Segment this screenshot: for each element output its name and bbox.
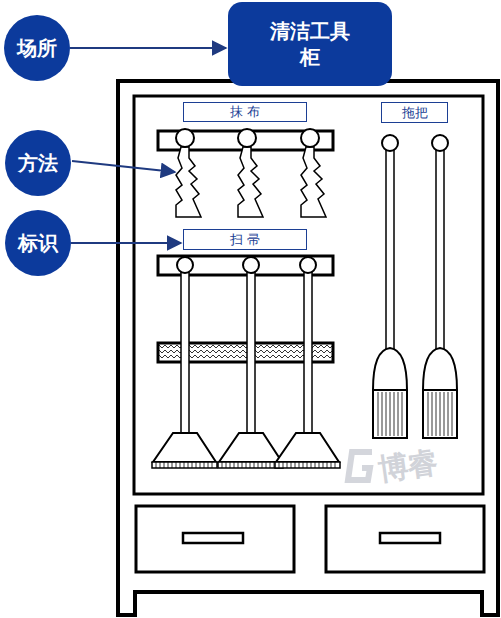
node-text: 扫 帚 xyxy=(230,232,260,248)
pointer-arrow xyxy=(70,47,226,49)
brooms xyxy=(152,257,340,468)
pointer-arrow xyxy=(71,242,181,244)
drawer xyxy=(136,506,294,572)
leader-line xyxy=(72,161,175,172)
label-tag: 拖把 xyxy=(381,102,448,123)
watermark-logo xyxy=(348,452,372,480)
label-tag: 抹 布 xyxy=(183,102,307,122)
node-text: 标识 xyxy=(18,230,58,257)
node-text: 拖把 xyxy=(402,105,428,121)
drawer xyxy=(326,506,484,572)
hooks xyxy=(176,129,319,147)
category-circle: 标识 xyxy=(5,210,71,276)
tag-dots xyxy=(197,109,445,241)
category-circle: 方法 xyxy=(5,130,71,196)
location-box: 清洁工具柜 xyxy=(228,2,392,86)
node-text: 场所 xyxy=(17,35,57,62)
drawer-handle xyxy=(380,533,440,543)
node-text: 清洁工具柜 xyxy=(268,18,352,70)
category-circle: 场所 xyxy=(4,15,70,81)
rags xyxy=(176,147,326,217)
watermark: 博睿 xyxy=(375,442,440,491)
mops xyxy=(373,135,457,438)
label-tag: 扫 帚 xyxy=(183,229,307,250)
cabinet-panel xyxy=(134,96,483,494)
drawer-handle xyxy=(183,533,243,543)
cabinet-frame xyxy=(118,81,498,615)
node-text: 抹 布 xyxy=(230,104,260,120)
broom-bar xyxy=(158,256,333,275)
node-text: 方法 xyxy=(18,150,58,177)
